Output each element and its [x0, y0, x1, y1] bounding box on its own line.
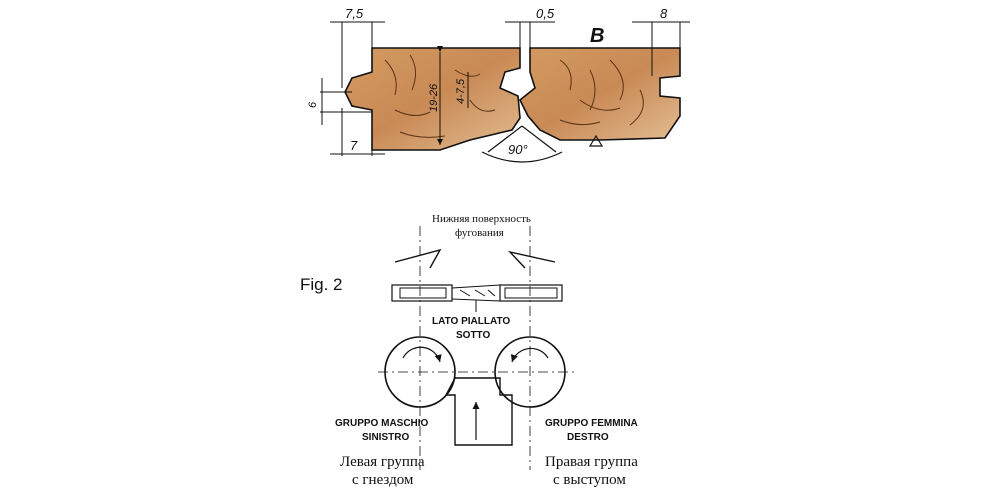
left-ru-line1: Левая группа: [340, 454, 425, 470]
left-rotation-arrow: [402, 346, 442, 363]
angle-arc: [481, 151, 563, 163]
fig2-scheme: Fig. 2 Нижняя поверхность фугования LATO…: [300, 213, 638, 488]
lato-line1: LATO PIALLATO: [432, 316, 510, 327]
board-profile: 19-26 4-7,5 7,5 0,5 B 8 6 7: [307, 6, 690, 163]
left-group-line1: GRUPPO MASCHIO: [335, 418, 429, 429]
right-group-line1: GRUPPO FEMMINA: [545, 418, 638, 429]
workpiece: [444, 377, 513, 446]
thickness-dim-text: 19-26: [428, 83, 440, 112]
angle-leg-left: [487, 125, 523, 153]
wood-grain: [384, 54, 644, 138]
left-board: [344, 47, 521, 151]
lato-line2: SOTTO: [456, 330, 490, 341]
left-group-line2: SINISTRO: [362, 432, 409, 443]
dim-8-text: 8: [660, 6, 668, 21]
triangle-marker: [588, 134, 604, 147]
board-joint: [451, 284, 501, 302]
left-feed-arrow: [394, 248, 442, 269]
right-ru-line2: с выступом: [553, 472, 626, 488]
label-b: B: [590, 25, 604, 47]
left-board-strip: [391, 284, 453, 302]
angle-leg-right: [521, 125, 557, 153]
left-ru-line2: с гнездом: [352, 472, 414, 488]
right-board-inner: [504, 287, 558, 299]
right-board: [518, 47, 681, 141]
top-label-line1: Нижняя поверхность: [432, 213, 531, 225]
angle-text: 90°: [508, 142, 528, 157]
dim-6-text: 6: [307, 101, 319, 108]
right-feed-arrow: [507, 250, 556, 269]
right-group-line2: DESTRO: [567, 432, 609, 443]
top-label-line2: фугования: [455, 227, 504, 239]
right-rotation-arrow: [510, 347, 549, 363]
dim-7-5-text: 7,5: [345, 6, 364, 21]
left-cutter-head: [384, 336, 456, 408]
groove-dim-text: 4-7,5: [455, 78, 467, 104]
right-cutter-head: [494, 336, 566, 408]
right-board-strip: [499, 284, 563, 302]
dim-7-text: 7: [350, 138, 358, 153]
left-board-inner: [399, 287, 447, 299]
fig-label: Fig. 2: [300, 275, 343, 294]
right-ru-line1: Правая группа: [545, 454, 638, 470]
dim-0-5-text: 0,5: [536, 6, 555, 21]
